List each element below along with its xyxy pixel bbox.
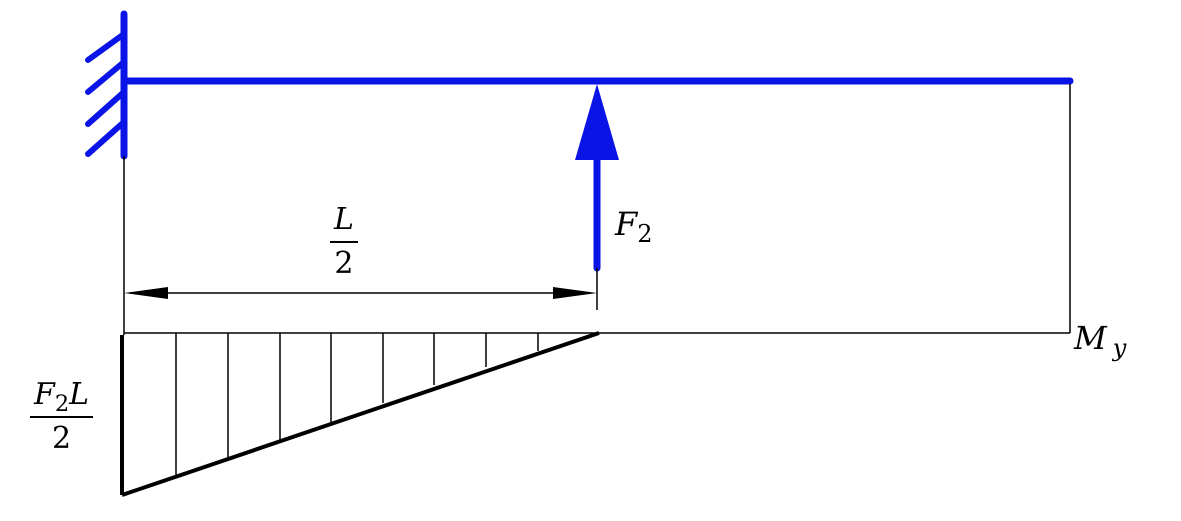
- force-arrow-head: [575, 84, 619, 160]
- moment-axis-subscript: y: [1112, 334, 1127, 363]
- dimension-line: [124, 287, 597, 299]
- dimension-arrow-left: [124, 287, 168, 299]
- force-label: F2: [615, 205, 652, 246]
- moment-value-numerator: F2L: [30, 377, 93, 416]
- force-label-symbol: F: [615, 205, 638, 243]
- wall-hatch-3: [85, 89, 127, 127]
- wall-hatch-4: [85, 119, 127, 157]
- moment-diagram: [120, 331, 600, 497]
- force-arrow: [575, 84, 619, 272]
- distance-label: L 2: [330, 205, 358, 279]
- moment-value-tail: L: [69, 377, 90, 412]
- wall-hatch-1: [85, 31, 127, 63]
- wall-hatch-2: [85, 59, 127, 95]
- moment-value-symbol: F: [34, 377, 55, 412]
- moment-value-label: F2L 2: [30, 377, 94, 456]
- moment-value-subscript: 2: [54, 390, 70, 417]
- moment-slope: [121, 331, 600, 497]
- distance-fraction-bar: [330, 241, 358, 243]
- distance-numerator: L: [334, 202, 354, 237]
- fixed-support: [85, 10, 128, 160]
- moment-value-denominator: 2: [51, 421, 72, 456]
- moment-value-fraction-bar: [30, 416, 94, 418]
- dimension-arrow-right: [553, 287, 597, 299]
- moment-axis-symbol: M: [1074, 319, 1107, 357]
- distance-denominator: 2: [334, 246, 354, 281]
- moment-hatching: [175, 333, 539, 476]
- force-label-subscript: 2: [637, 220, 653, 249]
